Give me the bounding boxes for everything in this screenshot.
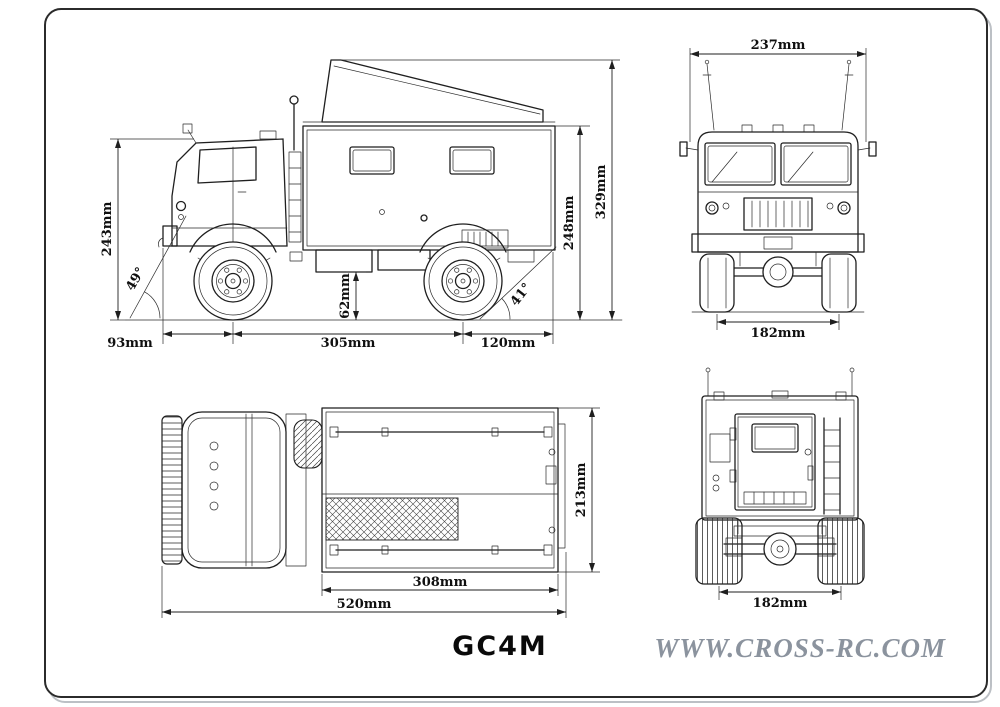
dim-ground-clearance: 62mm bbox=[338, 273, 353, 319]
front-right-wheel bbox=[821, 253, 857, 313]
front-wheel bbox=[193, 241, 273, 321]
ladder bbox=[288, 95, 302, 243]
front-view-dimensions: 237mm 182mm bbox=[689, 38, 867, 341]
model-title: GC4M bbox=[452, 631, 548, 662]
front-view-truck bbox=[679, 59, 877, 313]
rear-wheel bbox=[423, 241, 503, 321]
rear-box bbox=[701, 390, 859, 521]
headlight-right bbox=[837, 201, 851, 215]
dim-rear-overhang: 120mm bbox=[481, 336, 536, 351]
dim-overall-height: 329mm bbox=[594, 164, 609, 219]
rear-right-wheel bbox=[817, 517, 865, 585]
dim-rear-track: 182mm bbox=[753, 596, 808, 611]
side-view-dimensions: 243mm 49° 41° 62mm 248mm 329mm bbox=[100, 59, 620, 351]
spare-tire bbox=[293, 419, 323, 469]
differential bbox=[762, 256, 794, 288]
rear-fender bbox=[419, 223, 507, 253]
wiper-right bbox=[787, 151, 814, 183]
dim-wheelbase: 305mm bbox=[321, 336, 376, 351]
rear-view: 182mm bbox=[695, 367, 865, 611]
headlight-left bbox=[705, 201, 719, 215]
wiper-left bbox=[711, 151, 738, 183]
rear-view-dimensions: 182mm bbox=[718, 586, 842, 611]
dim-cab-height: 243mm bbox=[100, 201, 115, 256]
front-left-wheel bbox=[699, 253, 735, 313]
front-view: 237mm 182mm bbox=[679, 38, 877, 341]
dim-front-overall-width: 237mm bbox=[751, 38, 806, 53]
front-bumper bbox=[691, 233, 865, 253]
mirror-left bbox=[679, 141, 688, 157]
side-view-truck bbox=[125, 59, 623, 321]
cab bbox=[158, 123, 288, 248]
dim-front-overhang: 93mm bbox=[107, 336, 153, 351]
watermark: WWW.CROSS-RC.COM bbox=[654, 633, 946, 663]
front-fender bbox=[189, 223, 277, 253]
top-view-dimensions: 213mm 308mm 520mm bbox=[161, 407, 600, 618]
dim-bed-length: 308mm bbox=[413, 575, 468, 590]
rear-ladder bbox=[823, 417, 841, 515]
rear-view-truck bbox=[695, 367, 865, 585]
mirror-right bbox=[868, 141, 877, 157]
top-view: 213mm 308mm 520mm bbox=[161, 407, 600, 618]
bed bbox=[321, 407, 566, 573]
grille bbox=[743, 197, 813, 231]
dim-overall-length: 520mm bbox=[337, 597, 392, 612]
dim-top-width: 213mm bbox=[574, 462, 589, 517]
side-view: 243mm 49° 41° 62mm 248mm 329mm bbox=[100, 59, 623, 351]
top-view-truck bbox=[161, 407, 566, 573]
dim-front-track: 182mm bbox=[751, 326, 806, 341]
treadplate bbox=[325, 497, 459, 541]
cowl bbox=[285, 413, 307, 567]
rear-left-wheel bbox=[695, 517, 743, 585]
grille-top bbox=[161, 415, 183, 565]
page-border bbox=[44, 8, 988, 698]
dim-body-height: 248mm bbox=[562, 195, 577, 250]
